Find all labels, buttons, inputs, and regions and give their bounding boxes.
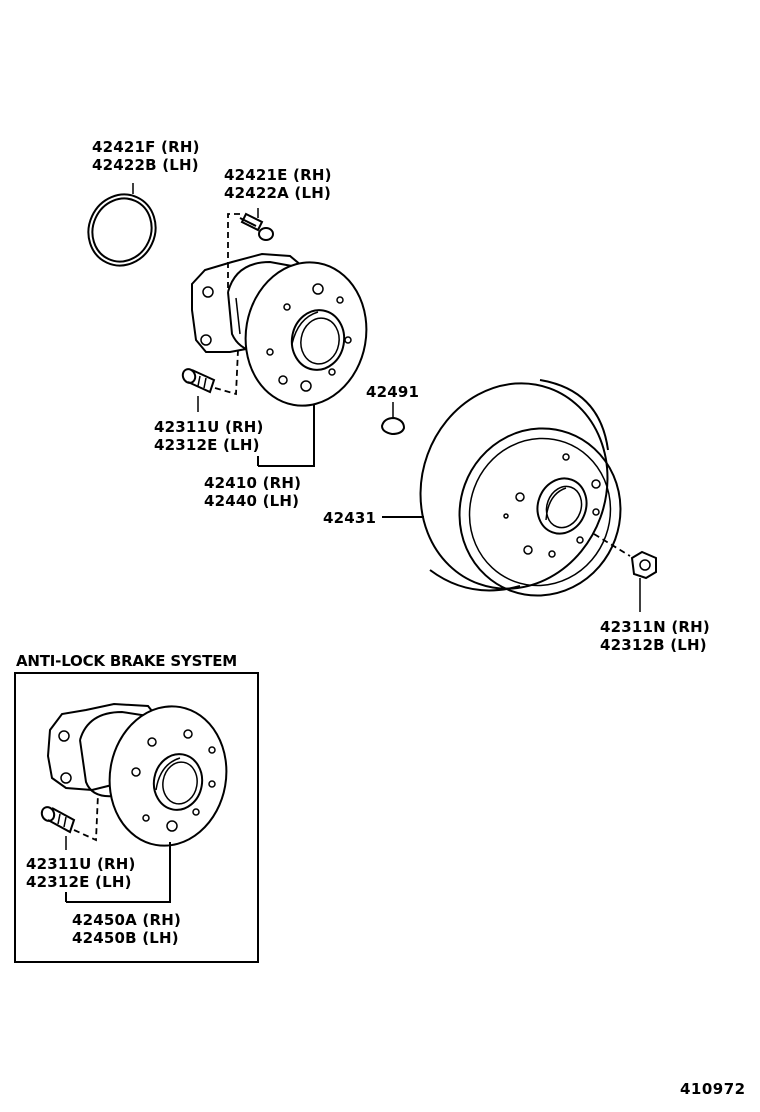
top-bolt-label: 42421E (RH) 42422A (LH) <box>224 166 332 202</box>
abs-hub-drawing <box>46 702 228 847</box>
abs-hub-assy-leader <box>66 842 171 903</box>
disc-label: 42431 <box>323 509 377 527</box>
abs-hub-bolt-label: 42311U (RH) 42312E (LH) <box>26 855 136 891</box>
hub-bolt-label: 42311U (RH) 42312E (LH) <box>154 418 264 454</box>
top-bolt-drawing <box>227 208 274 290</box>
plug-drawing <box>380 402 406 436</box>
hub-bolt-drawing <box>181 349 239 412</box>
abs-section-title: ANTI-LOCK BRAKE SYSTEM <box>16 652 237 670</box>
diagram-number: 410972 <box>680 1080 746 1098</box>
o-ring-drawing <box>87 183 157 267</box>
abs-section-frame <box>14 672 259 963</box>
hub-assembly-drawing <box>191 252 368 407</box>
abs-hub-assy-label: 42450A (RH) 42450B (LH) <box>72 911 182 947</box>
abs-hub-bolt-drawing <box>40 793 99 850</box>
hub-assy-label: 42410 (RH) 42440 (LH) <box>204 474 302 510</box>
hub-assy-leader <box>258 404 315 467</box>
o-ring-label: 42421F (RH) 42422B (LH) <box>92 138 200 174</box>
disc-rotor-drawing <box>382 379 622 597</box>
nut-label: 42311N (RH) 42312B (LH) <box>600 618 710 654</box>
plug-label: 42491 <box>366 383 420 401</box>
nut-drawing <box>593 533 657 612</box>
